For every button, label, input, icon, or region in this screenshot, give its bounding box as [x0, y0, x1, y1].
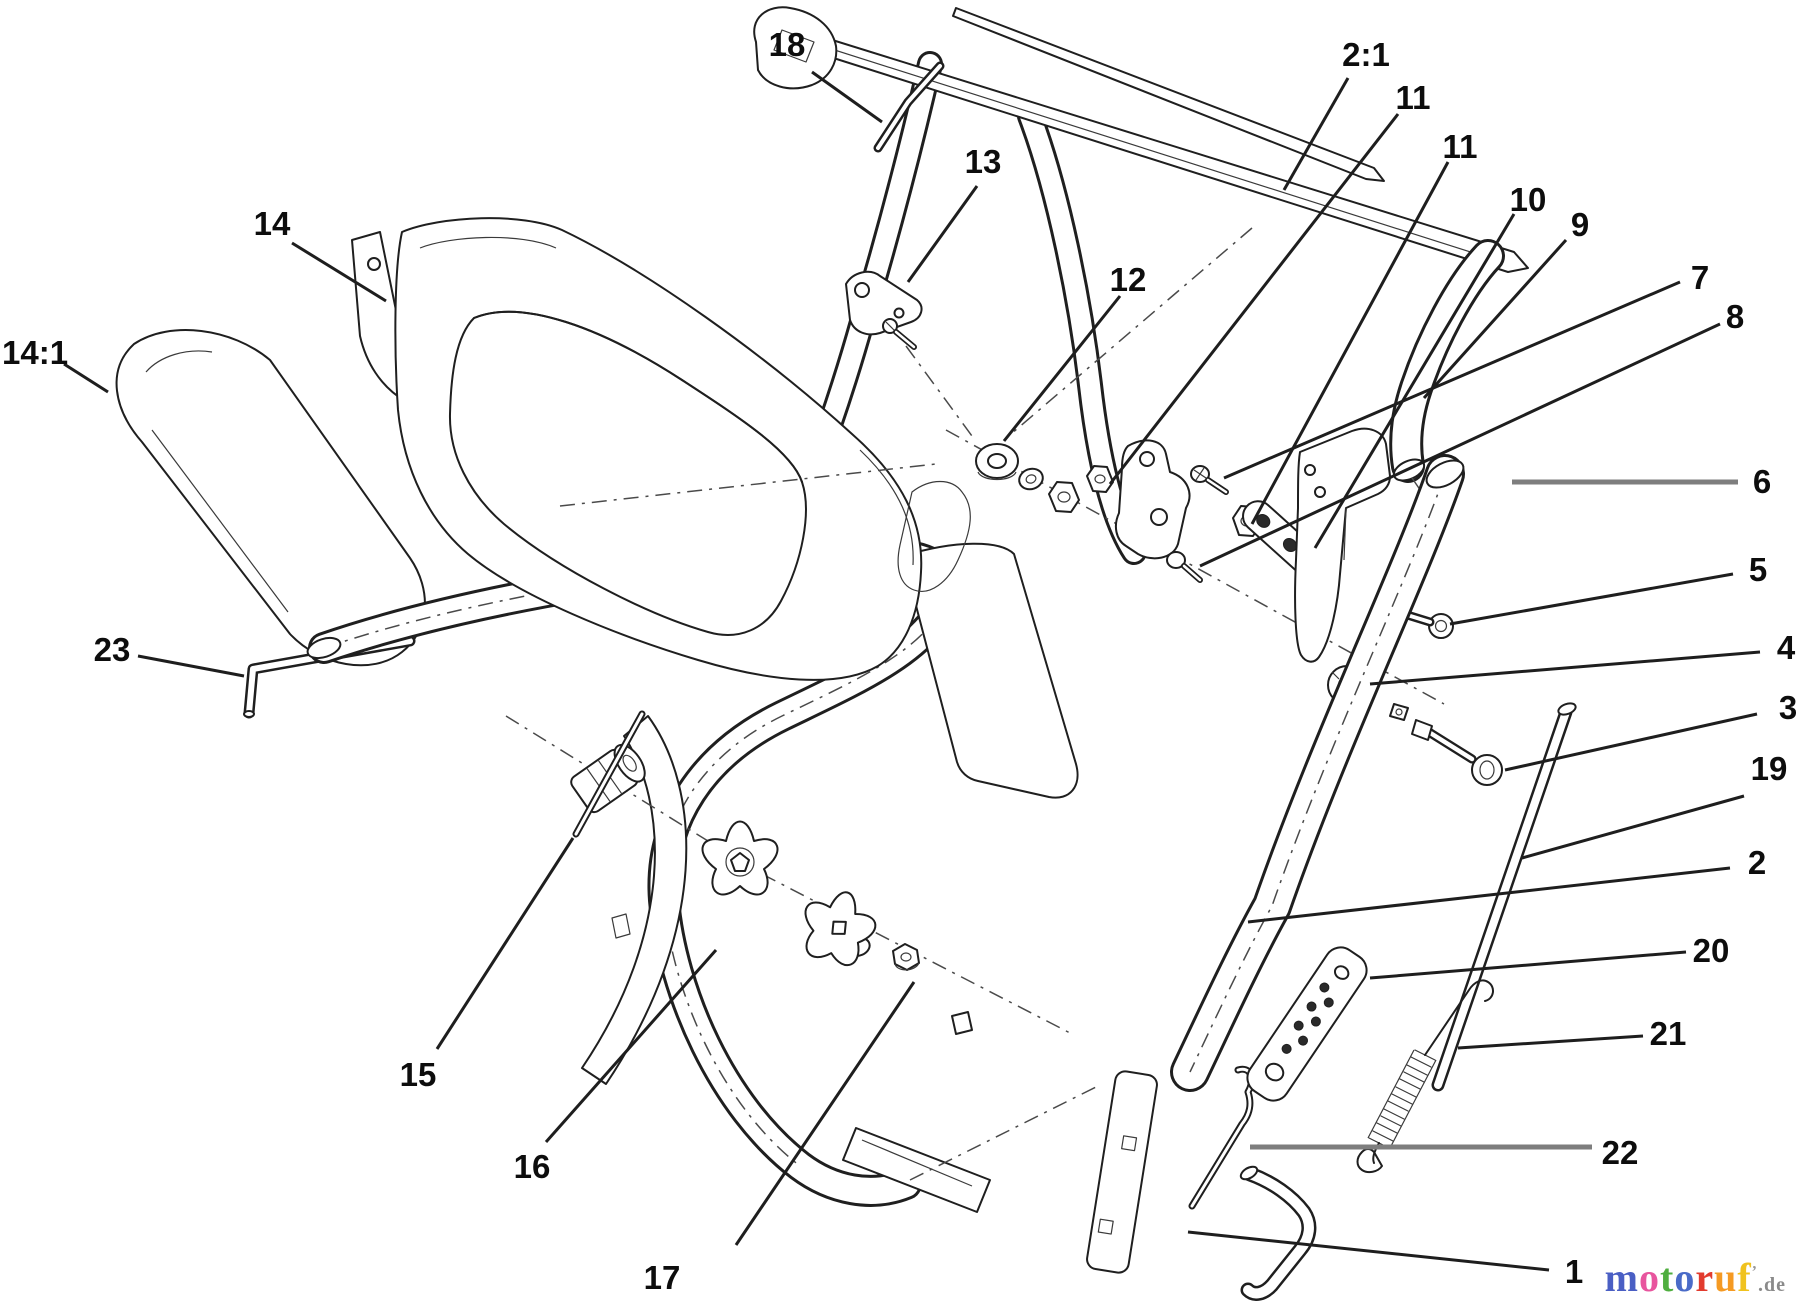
d-clip-22 — [1356, 1148, 1383, 1174]
part-callout-13: 13 — [965, 143, 1002, 180]
leader-line-5 — [1449, 572, 1734, 626]
part-callout-23: 23 — [94, 631, 131, 668]
leader-line-21 — [1457, 1034, 1644, 1050]
part-callout-8: 8 — [1726, 298, 1744, 335]
barrel-nut-15 — [570, 710, 646, 838]
hex-nut — [1086, 465, 1114, 493]
part-callout-11a: 11 — [1396, 79, 1431, 116]
axis-line — [1003, 227, 1253, 441]
leader-line-17 — [734, 981, 916, 1246]
part-callout-14: 14 — [254, 205, 291, 242]
leader-line-13 — [906, 185, 979, 283]
leader-line-18 — [811, 70, 883, 124]
leader-line-2-1 — [1282, 77, 1350, 191]
axis-line — [905, 345, 973, 437]
part-callout-9: 9 — [1571, 206, 1589, 243]
leader-line-14-1 — [63, 362, 109, 394]
part-callout-1: 1 — [1565, 1253, 1583, 1290]
part-callout-6: 6 — [1753, 463, 1771, 500]
logo-letter: o — [1639, 1255, 1660, 1300]
control-panel-housing — [394, 217, 1079, 799]
flange-nut-11 — [1048, 481, 1080, 513]
star-knob-17 — [804, 891, 920, 971]
handle-flat-end — [1086, 1070, 1158, 1274]
logo-letter: u — [1714, 1255, 1738, 1300]
part-callout-14-1: 14:1 — [2, 334, 68, 371]
part-callout-2-1: 2:1 — [1342, 36, 1390, 73]
logo-letter: o — [1674, 1255, 1696, 1300]
watermark-logo[interactable]: motoruf’.de — [1605, 1258, 1786, 1298]
socket-screw-5 — [1428, 613, 1454, 639]
leader-line-23 — [137, 654, 245, 678]
logo-letter: r — [1695, 1255, 1715, 1300]
part-callout-2: 2 — [1748, 844, 1766, 881]
bracket-13 — [845, 270, 923, 350]
part-callout-21: 21 — [1650, 1015, 1687, 1052]
extension-spring-21 — [1367, 979, 1494, 1164]
upper-handle-head — [753, 6, 838, 90]
leader-line-2 — [1247, 866, 1731, 924]
screw-8 — [1166, 551, 1186, 569]
leader-line-20 — [1369, 950, 1687, 980]
part-callout-10: 10 — [1510, 181, 1547, 218]
panel-side-plate — [902, 542, 1079, 799]
part-callout-11b: 11 — [1443, 128, 1478, 165]
leader-line-15 — [435, 837, 575, 1050]
part-callout-7: 7 — [1691, 259, 1709, 296]
part-callout-3: 3 — [1779, 689, 1797, 726]
leader-line-19 — [1521, 794, 1745, 860]
part-callout-12: 12 — [1110, 261, 1147, 298]
leader-line-3 — [1504, 712, 1758, 772]
part-callout-4: 4 — [1777, 629, 1796, 666]
square-nut — [1389, 703, 1409, 721]
rod-18 — [873, 61, 945, 153]
part-callout-20: 20 — [1693, 932, 1730, 969]
logo-tick: ’ — [1751, 1263, 1758, 1281]
lock-rod-1 — [1239, 1165, 1317, 1301]
small-clip — [951, 1011, 973, 1035]
leader-line-1 — [1187, 1230, 1550, 1272]
leader-line-11a — [1108, 113, 1400, 485]
adjustment-plate-20 — [1246, 946, 1368, 1102]
part-callout-18: 18 — [769, 26, 806, 63]
latch-rod — [1188, 1065, 1256, 1210]
washer — [1018, 467, 1044, 491]
part-callout-17: 17 — [644, 1259, 681, 1296]
part-callout-15: 15 — [400, 1056, 437, 1093]
logo-letter: m — [1604, 1255, 1639, 1300]
logo-letter: t — [1660, 1255, 1675, 1300]
lower-handle-tube-2 — [1086, 454, 1465, 1274]
leader-line-11b — [1250, 161, 1450, 525]
support-channel-strip — [581, 715, 688, 1085]
leader-line-16 — [544, 949, 718, 1143]
leader-line-14 — [291, 241, 387, 303]
scale-detail-blade — [952, 7, 1385, 182]
part-callout-16: 16 — [514, 1148, 551, 1185]
part-callout-22: 22 — [1602, 1134, 1639, 1171]
leader-line-12 — [1002, 295, 1122, 442]
rod-19 — [1431, 702, 1577, 1092]
part-callout-19: 19 — [1751, 750, 1788, 787]
logo-letter: f — [1737, 1255, 1752, 1300]
star-knob-16 — [701, 820, 779, 896]
panel-cover-14-1 — [115, 329, 426, 667]
leader-line-8 — [1199, 322, 1721, 568]
leader-line-7 — [1223, 280, 1681, 480]
leader-line-10 — [1313, 213, 1516, 549]
part-callout-5: 5 — [1749, 551, 1767, 588]
logo-domain-suffix: .de — [1758, 1274, 1786, 1296]
leader-line-9 — [1422, 238, 1568, 400]
leader-line-4 — [1369, 650, 1761, 686]
flange-nut-17 — [892, 943, 920, 971]
